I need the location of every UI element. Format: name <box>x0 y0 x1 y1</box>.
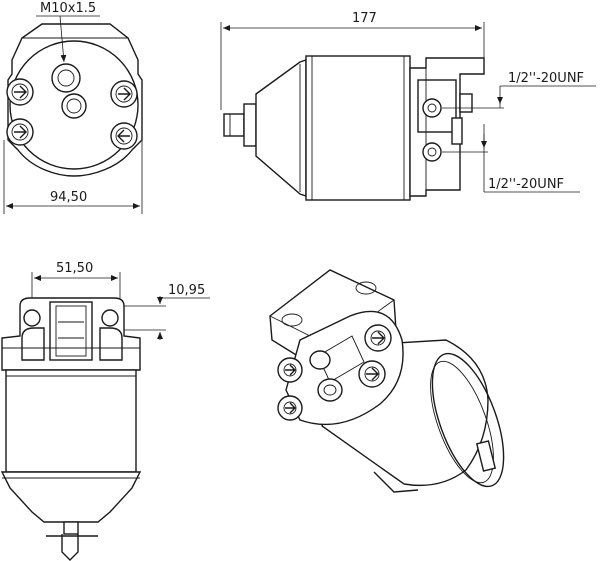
offset-dimension: 10,95 <box>168 283 205 298</box>
iso-port-2 <box>277 357 303 383</box>
port-top-left <box>6 78 34 106</box>
front-view: 51,50 10,95 <box>0 261 210 561</box>
iso-port-1 <box>364 324 392 352</box>
width-dimension: 94,50 <box>50 190 87 205</box>
iso-port-4 <box>277 395 303 421</box>
spacing-dimension: 51,50 <box>56 261 93 276</box>
port-upper-label: 1/2''-20UNF <box>508 71 584 86</box>
side-view: 177 1/2''-20UNF 1/2''-20UNF <box>220 11 596 201</box>
top-view: M10x1.5 94,50 <box>3 1 143 214</box>
port-bottom-left <box>6 118 34 146</box>
isometric-view <box>269 269 505 493</box>
port-top-right <box>110 80 138 108</box>
thread-label: M10x1.5 <box>40 1 96 16</box>
port-bottom-right <box>110 122 138 150</box>
iso-port-3 <box>358 360 386 388</box>
port-lower-label: 1/2''-20UNF <box>488 177 564 192</box>
length-dimension: 177 <box>352 11 377 26</box>
